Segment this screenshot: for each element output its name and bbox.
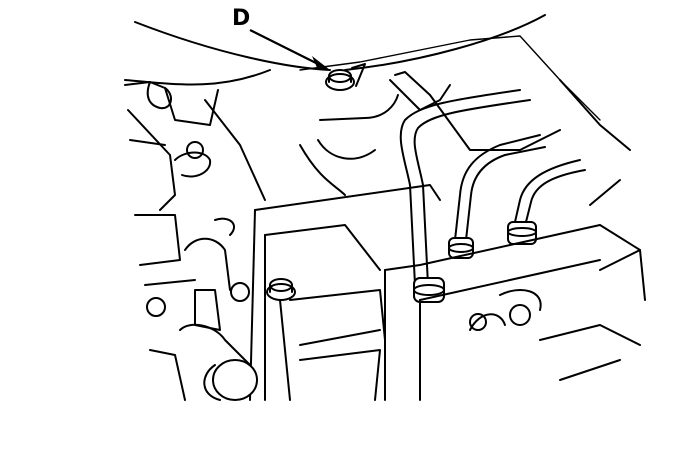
mounting-bracket bbox=[249, 184, 441, 401]
right-components bbox=[559, 79, 646, 301]
actuator bbox=[144, 217, 258, 401]
modulator-block bbox=[384, 224, 641, 401]
manifold bbox=[299, 71, 561, 196]
callout-label-d: D bbox=[232, 6, 251, 31]
fluid-lines bbox=[399, 89, 586, 286]
callout-arrow bbox=[249, 29, 330, 70]
left-bracket bbox=[124, 81, 266, 266]
bracket-bolt bbox=[266, 278, 296, 301]
hood-outline bbox=[124, 14, 601, 121]
bolt-d bbox=[325, 63, 366, 91]
